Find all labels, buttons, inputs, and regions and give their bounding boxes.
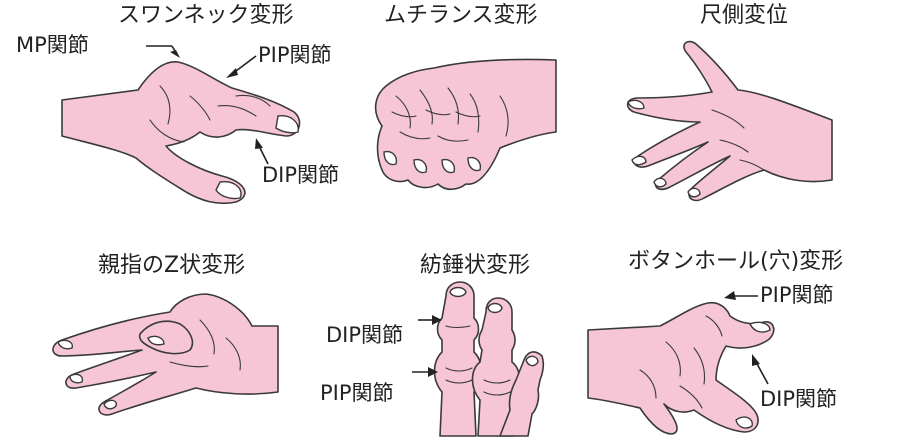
label-dip-joint-fusiform: DIP関節: [326, 323, 403, 347]
hand-illustration-boutonniere: [587, 301, 775, 435]
hand-illustration-mutilans: [374, 58, 557, 191]
panel-thumb-z-deformity: 親指のZ状変形: [52, 253, 279, 416]
label-mp-joint: MP関節: [16, 33, 89, 57]
panel-title-fusiform: 紡錘状変形: [420, 253, 530, 278]
hand-illustration-fusiform: [433, 281, 545, 437]
panel-title-ulnar-deviation: 尺側変位: [700, 3, 788, 28]
hand-illustration-thumb-z: [52, 293, 279, 416]
label-dip-joint-boutonniere: DIP関節: [760, 387, 837, 411]
panel-title-thumb-z: 親指のZ状変形: [98, 253, 245, 278]
hand-illustration-ulnar-deviation: [626, 40, 833, 202]
panel-title-mutilans: ムチランス変形: [384, 3, 538, 28]
label-pip-joint-boutonniere: PIP関節: [760, 283, 834, 307]
label-pip-joint-fusiform: PIP関節: [320, 381, 394, 405]
panel-swan-neck: スワンネック変形 MP関節 PIP関節 DIP関節: [16, 3, 339, 205]
label-dip-joint-swan: DIP関節: [262, 163, 339, 187]
panel-boutonniere: ボタンホール(穴)変形 PIP関節 DIP関節: [587, 249, 843, 435]
arrow-dip-joint-boutonniere: [755, 361, 769, 385]
panel-fusiform: 紡錘状変形 DIP関節 PIP関節: [320, 253, 545, 437]
hand-illustration-swan-neck: [61, 61, 301, 205]
panel-mutilans: ムチランス変形: [374, 3, 557, 191]
panel-title-boutonniere: ボタンホール(穴)変形: [628, 249, 843, 274]
panel-ulnar-deviation: 尺側変位: [626, 3, 833, 202]
label-pip-joint-swan: PIP関節: [258, 43, 332, 67]
panel-title-swan-neck: スワンネック変形: [118, 3, 294, 28]
